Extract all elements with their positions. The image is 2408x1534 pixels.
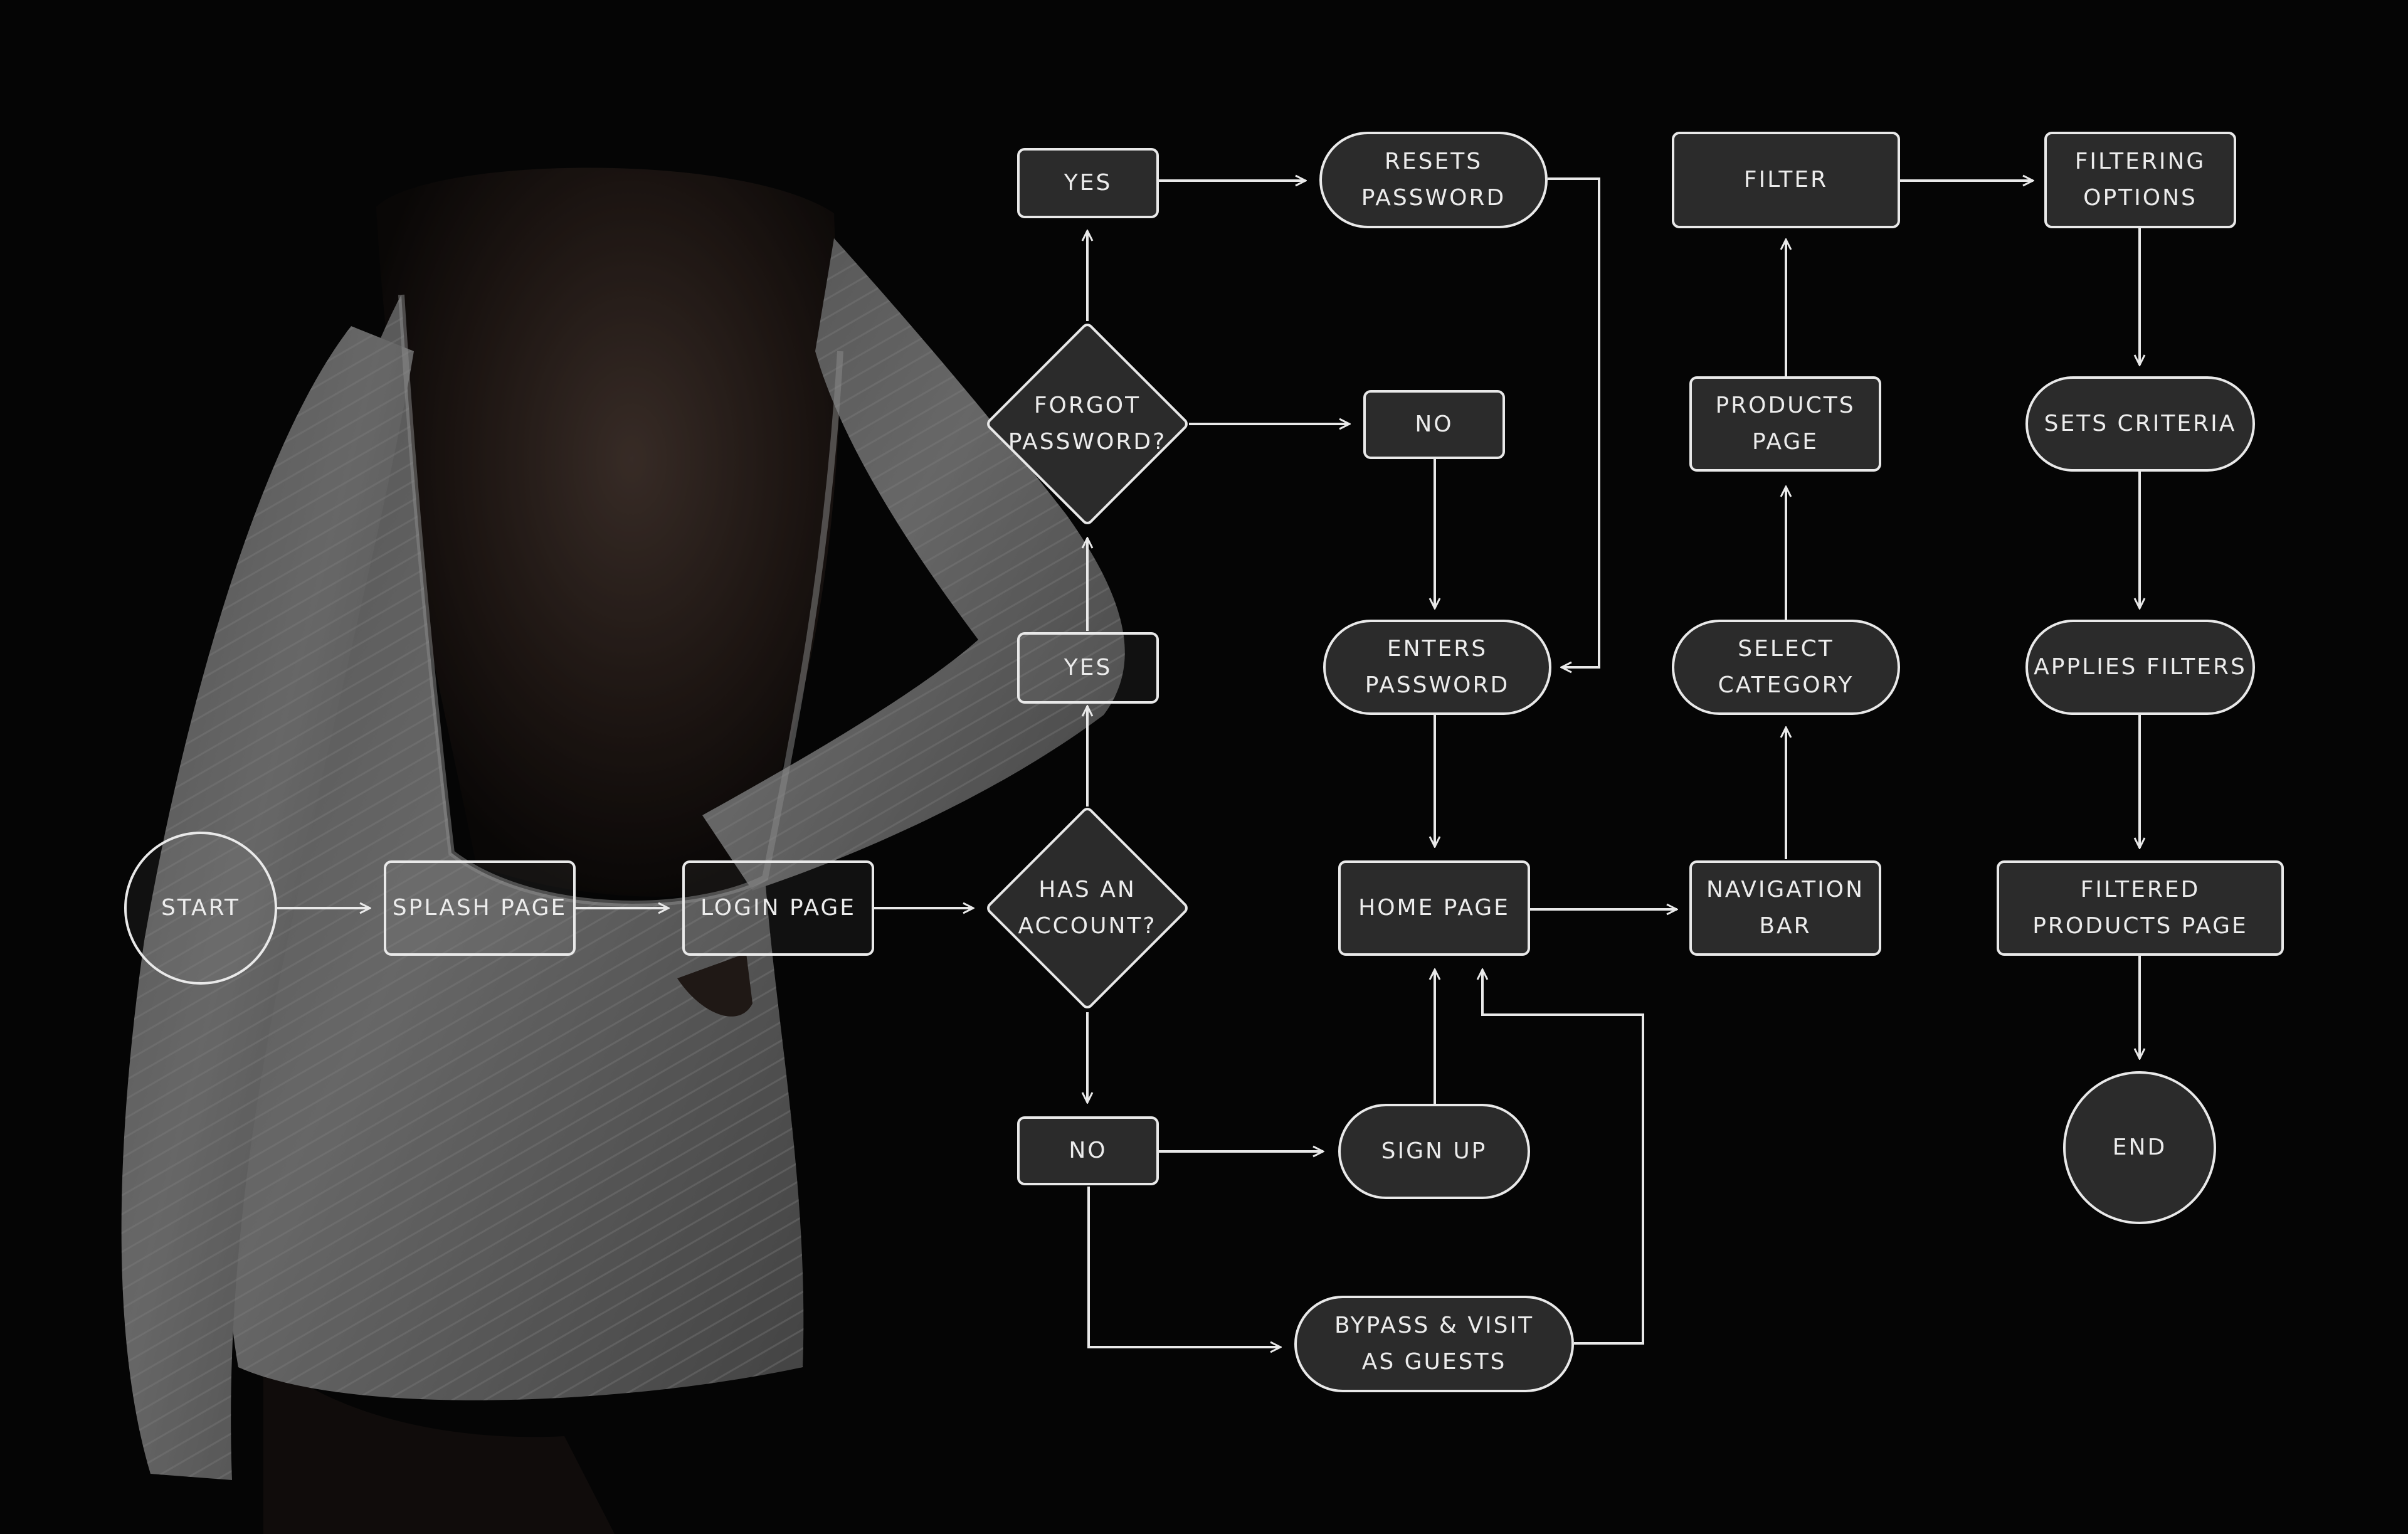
yes-account-node: YES (1017, 632, 1159, 704)
edge-no-bypass (1087, 1187, 1281, 1347)
no-account-node: NO (1017, 1116, 1159, 1185)
home-page-node: HOME PAGE (1338, 860, 1530, 956)
bypass-guests-node: BYPASS & VISIT AS GUESTS (1294, 1296, 1574, 1392)
has-account-decision: HAS AN ACCOUNT? (983, 804, 1191, 1012)
filtering-options-node: FILTERING OPTIONS (2044, 132, 2236, 228)
edge-bypass-home (1482, 970, 1644, 1345)
enters-password-node: ENTERS PASSWORD (1323, 620, 1551, 715)
filter-node: FILTER (1672, 132, 1900, 228)
splash-page-node: SPLASH PAGE (384, 860, 576, 956)
end-node: END (2063, 1071, 2216, 1224)
login-page-node: LOGIN PAGE (682, 860, 874, 956)
yes-forgot-node: YES (1017, 148, 1159, 218)
applies-filters-node: APPLIES FILTERS (2025, 620, 2255, 715)
products-page-node: PRODUCTS PAGE (1689, 376, 1881, 472)
navigation-bar-node: NAVIGATION BAR (1689, 860, 1881, 956)
resets-password-node: RESETS PASSWORD (1319, 132, 1548, 228)
forgot-password-decision: FORGOT PASSWORD? (983, 320, 1191, 528)
select-category-node: SELECT CATEGORY (1672, 620, 1900, 715)
sets-criteria-node: SETS CRITERIA (2025, 376, 2255, 472)
start-node: START (124, 832, 277, 985)
filtered-products-node: FILTERED PRODUCTS PAGE (1997, 860, 2284, 956)
sign-up-node: SIGN UP (1338, 1104, 1530, 1199)
forgot-password-label: FORGOT PASSWORD? (1008, 393, 1167, 455)
edge-resets-enters (1548, 177, 1600, 667)
no-forgot-node: NO (1363, 390, 1505, 459)
has-account-label: HAS AN ACCOUNT? (1018, 877, 1157, 939)
